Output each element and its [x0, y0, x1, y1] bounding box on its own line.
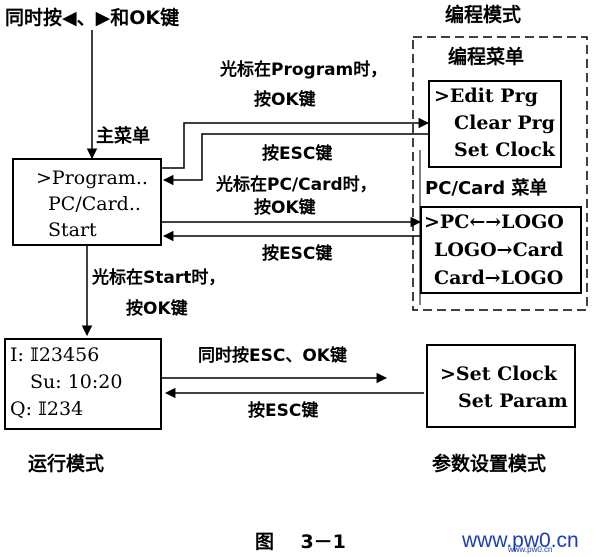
run-line-outputs: Q: 𝕀234: [10, 398, 84, 420]
pccard-menu-item-logo-card: LOGO→Card: [434, 239, 564, 261]
watermark-logo: www.pw0.cn: [462, 529, 579, 552]
top-left-label: 同时按◀、▶和OK键: [5, 7, 180, 29]
label-cursor-start: 光标在Start时，: [92, 268, 226, 288]
param-mode-label: 参数设置模式: [432, 453, 547, 475]
pccard-menu-box: >PC←→LOGO LOGO→Card Card→LOGO: [420, 206, 582, 294]
main-menu-title: 主菜单: [96, 126, 150, 147]
run-line-time: Su: 10:20: [30, 371, 123, 393]
param-item-setparam: Set Param: [458, 390, 568, 412]
label-press-ok-1: 按OK键: [254, 90, 316, 110]
main-menu-item-program: >Program..: [36, 167, 148, 189]
program-menu-title: 编程菜单: [448, 46, 525, 68]
pccard-menu-title: PC/Card 菜单: [425, 178, 548, 199]
label-press-ok-3: 按OK键: [126, 299, 188, 319]
arrow-main-to-program: [160, 117, 430, 169]
program-menu-box: >Edit Prg Clear Prg Set Clock: [428, 80, 562, 168]
program-mode-frame: [412, 36, 588, 311]
run-mode-box: I: 𝕀23456 Su: 10:20 Q: 𝕀234: [4, 338, 162, 430]
label-press-esc-1: 按ESC键: [262, 144, 333, 164]
pccard-menu-item-card-logo: Card→LOGO: [434, 267, 564, 289]
param-mode-box: >Set Clock Set Param: [426, 344, 576, 428]
run-line-inputs: I: 𝕀23456: [10, 344, 100, 366]
param-item-setclock: >Set Clock: [440, 363, 557, 385]
label-cursor-program: 光标在Program时，: [220, 60, 388, 80]
pccard-menu-item-pc-logo: >PC←→LOGO: [424, 211, 564, 233]
program-menu-item-clear: Clear Prg: [454, 112, 555, 134]
label-press-esc-ok: 同时按ESC、OK键: [198, 346, 347, 366]
program-menu-item-edit: >Edit Prg: [434, 85, 538, 107]
arrow-program-to-main: [162, 133, 428, 186]
main-menu-item-pccard: PC/Card..: [48, 193, 141, 215]
label-press-esc-2: 按ESC键: [262, 244, 333, 264]
main-menu-item-start: Start: [48, 219, 97, 241]
watermark-sub: www.pw0.cn: [508, 545, 553, 554]
run-mode-label: 运行模式: [28, 453, 105, 475]
program-menu-item-setclock: Set Clock: [454, 139, 555, 161]
program-mode-title: 编程模式: [445, 4, 522, 26]
figure-caption: 图 3－1: [255, 531, 346, 553]
label-cursor-pccard: 光标在PC/Card时，: [216, 175, 377, 195]
main-menu-box: >Program.. PC/Card.. Start: [12, 158, 162, 246]
label-press-ok-2: 按OK键: [254, 198, 316, 218]
label-press-esc-3: 按ESC键: [248, 401, 319, 421]
